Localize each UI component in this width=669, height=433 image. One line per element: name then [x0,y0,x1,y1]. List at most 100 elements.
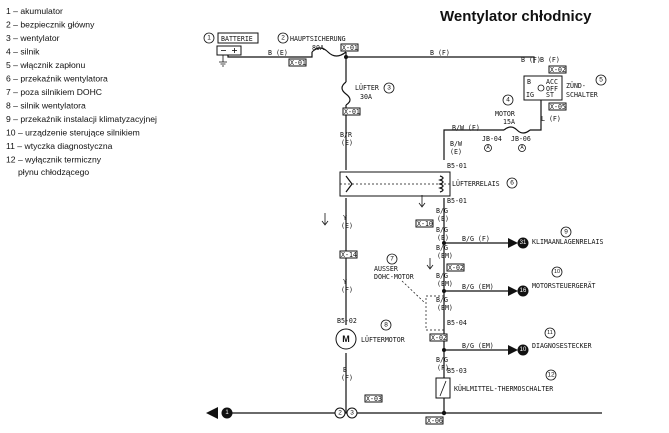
ground-pin-circle [221,407,233,419]
connector-label: X-05 [550,103,566,111]
diagnostic-connector-label: DIAGNOSESTECKER [532,342,592,350]
callout-circle [277,32,289,44]
wires [227,52,602,414]
ground-arrow-icon [206,407,218,419]
switch-pivot [537,84,545,92]
arrow-icon [508,286,518,296]
connector-label: B5-03 [447,367,467,375]
pin-number: 1 [225,410,229,416]
legend-item: 1 – akumulator [6,6,63,16]
wire-label: B/G (F) [462,235,490,243]
ignition-switch-box [523,75,563,101]
wire-label: L (F) [541,115,561,123]
callout-number: 7 [390,256,394,263]
connector-box [339,250,358,259]
arrow-icon [508,345,518,355]
lufter-label: LÜFTER [355,83,379,92]
relay-label: LÜFTERRELAIS [452,179,500,188]
connector-box [548,102,567,111]
callout-number: 3 [387,85,391,92]
page-title: Wentylator chłodnicy [440,8,592,25]
motor-fuse-rating: 15A [503,118,515,126]
wire-label: B/G (EM) [462,283,494,291]
klima-relay-label: KLIMAANLAGENRELAIS [532,238,603,246]
connector-label: JB-06 [511,135,531,143]
connector-label: B5-04 [447,319,467,327]
fuse-symbol [311,47,347,57]
legend-item: 11 – wtyczka diagnostyczna [6,141,113,151]
callout-number: 9 [564,229,568,236]
wire-label: B (F) [430,49,450,57]
connector-box [340,43,359,52]
junction-a-circle [484,144,492,152]
legend-item: płynu chłodzącego [18,167,89,177]
legend-item: 4 – silnik [6,47,40,57]
battery-label-box [217,32,259,44]
connector-box [364,394,383,403]
right-chain: X-10 B/G (E) B/G (F) B/G (EM) X-02 B/G (… [374,195,557,399]
relay-box [339,171,451,197]
legend-item: 2 – bezpiecznik główny [6,20,95,30]
terminal-steuergerat: 16 MOTORSTEUERGERÄT 10 [508,266,596,297]
wire-label: B/R [340,131,352,139]
wire-label: B/W [450,140,462,148]
ignition-switch: B (F) B (F) X-02 B ACC OFF IG ST ZÜND- S… [521,56,607,123]
ignition-label: SCHALTER [566,91,598,99]
legend: 1 – akumulator 2 – bezpiecznik główny 3 … [6,6,157,177]
callout-number: 5 [599,77,603,84]
callout-circle [502,94,514,106]
motor-symbol-letter: M [342,334,350,344]
connector-box [288,58,307,67]
arrow-icon [508,238,518,248]
connector-label: B5-01 [447,197,467,205]
wire-label: B/G [436,272,448,280]
junction-dot [442,289,446,293]
main-fuse-label: HAUPTSICHERUNG [290,35,346,43]
wire-label: (F) [437,364,449,372]
fan-motor: M LÜFTERMOTOR 8 B (F) [335,319,405,382]
lufter-rating: 30A [360,93,372,101]
pin-circle [517,237,529,249]
switch-mark: OFF [546,85,558,93]
switch-mark: IG [526,91,534,99]
current-arrow-icon [321,213,329,226]
callout-number: 6 [510,180,514,187]
pin-number: 31 [520,240,527,246]
connector-box [425,416,444,425]
wire-label: (F) [341,374,353,382]
connector-label: B5-01 [447,162,467,170]
connector-label: X-01 [344,108,360,116]
wire-label: Y [343,278,347,286]
wire-motor-fuse-relay [443,129,504,160]
pin-number: 10 [520,347,527,353]
terminal-diagnose: 10 DIAGNOSESTECKER 11 [508,327,592,356]
relay-coil [438,175,444,193]
callout-circle [203,32,215,44]
callout-number: 12 [547,372,555,379]
callout-number: 11 [547,330,553,336]
ground-node-number: 3 [350,410,354,417]
connector-box [342,107,361,116]
wire-label: Y [343,214,347,222]
wire-label: B/W (F) [452,124,480,132]
pin-circle [517,344,529,356]
connector-label: X-02 [448,264,464,272]
connector-box [446,263,465,272]
battery-label: BATTERIE [221,35,253,43]
connector-label: X-01 [342,44,358,52]
callout-number: 8 [384,322,388,329]
legend-item: 7 – poza silnikiem DOHC [6,87,102,97]
connector-label: B5-02 [337,317,357,325]
connector-label: JB-04 [482,135,502,143]
outside-dohc-box [425,295,445,331]
thermoswitch-label: KÜHLMITTEL-THERMOSCHALTER [454,384,553,393]
main-fuse: 2 HAUPTSICHERUNG 80A X-01 X-01 B (E) B (… [268,32,450,67]
callout-circle [544,327,556,339]
wire-label: B (E) [268,49,288,57]
callout-circle [383,82,395,94]
motor-fuse: 4 MOTOR 15A JB-04 JB-06 A A B/W (F) B/W … [450,94,531,156]
ground-bus: 1 2 3 X-06 X-03 [206,394,444,425]
switch-mark: B [527,78,531,86]
